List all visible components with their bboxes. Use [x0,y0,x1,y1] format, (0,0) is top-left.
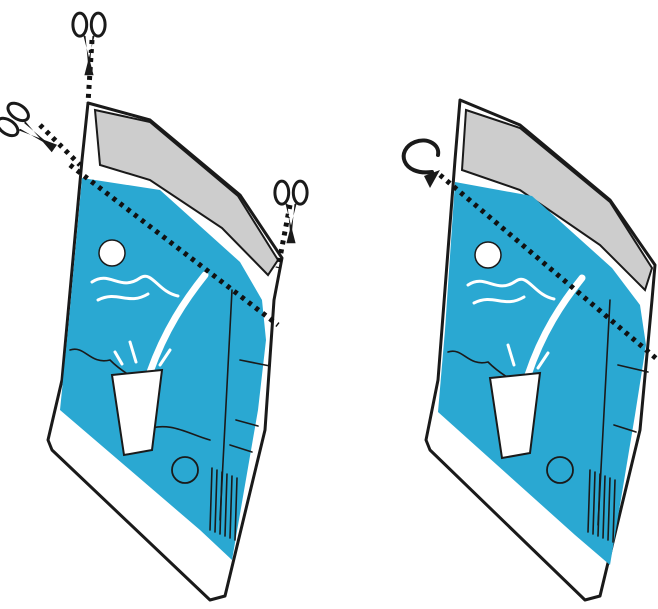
panel-cut-step [0,13,307,600]
rotate-arrow-icon [404,140,440,188]
moon-left [99,240,125,266]
panel-pour-step [404,100,658,600]
moon-right [475,242,501,268]
scissors-icon [73,13,105,75]
scissors-icon [275,181,307,243]
scissors-icon [0,100,64,162]
